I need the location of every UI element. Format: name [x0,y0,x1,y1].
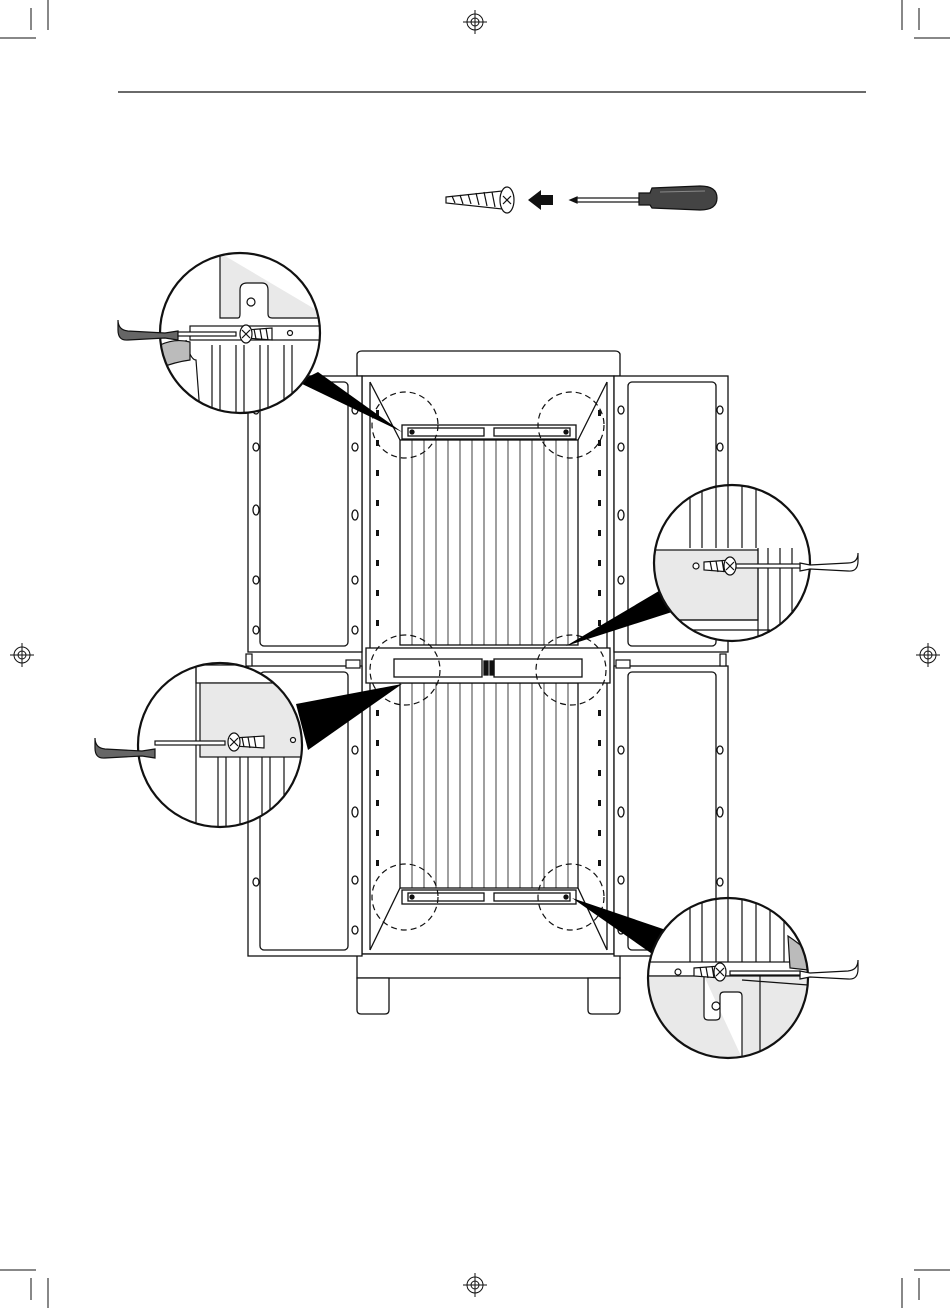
arrow-left-icon [528,190,553,210]
registration-mark-right [916,643,940,667]
callout-middle-right [654,485,858,645]
callout-bottom-right [648,898,858,1058]
middle-shelf-bracket [366,648,610,683]
cabinet-base [357,954,620,978]
registration-mark-left [10,643,34,667]
cabinet [357,351,620,1014]
leg-right [588,978,620,1014]
registration-mark-bottom [463,1273,487,1297]
callout-middle-left [95,663,306,827]
leg-left [357,978,389,1014]
callout-top-left [118,253,330,413]
upper-shelf-bracket [402,425,576,439]
cabinet-top [357,351,620,376]
screw-icon [446,187,514,213]
lower-shelf-bracket [402,890,576,904]
door-upper-left [248,376,362,652]
phillips-screwdriver-icon [570,186,717,210]
registration-mark-top [463,10,487,34]
